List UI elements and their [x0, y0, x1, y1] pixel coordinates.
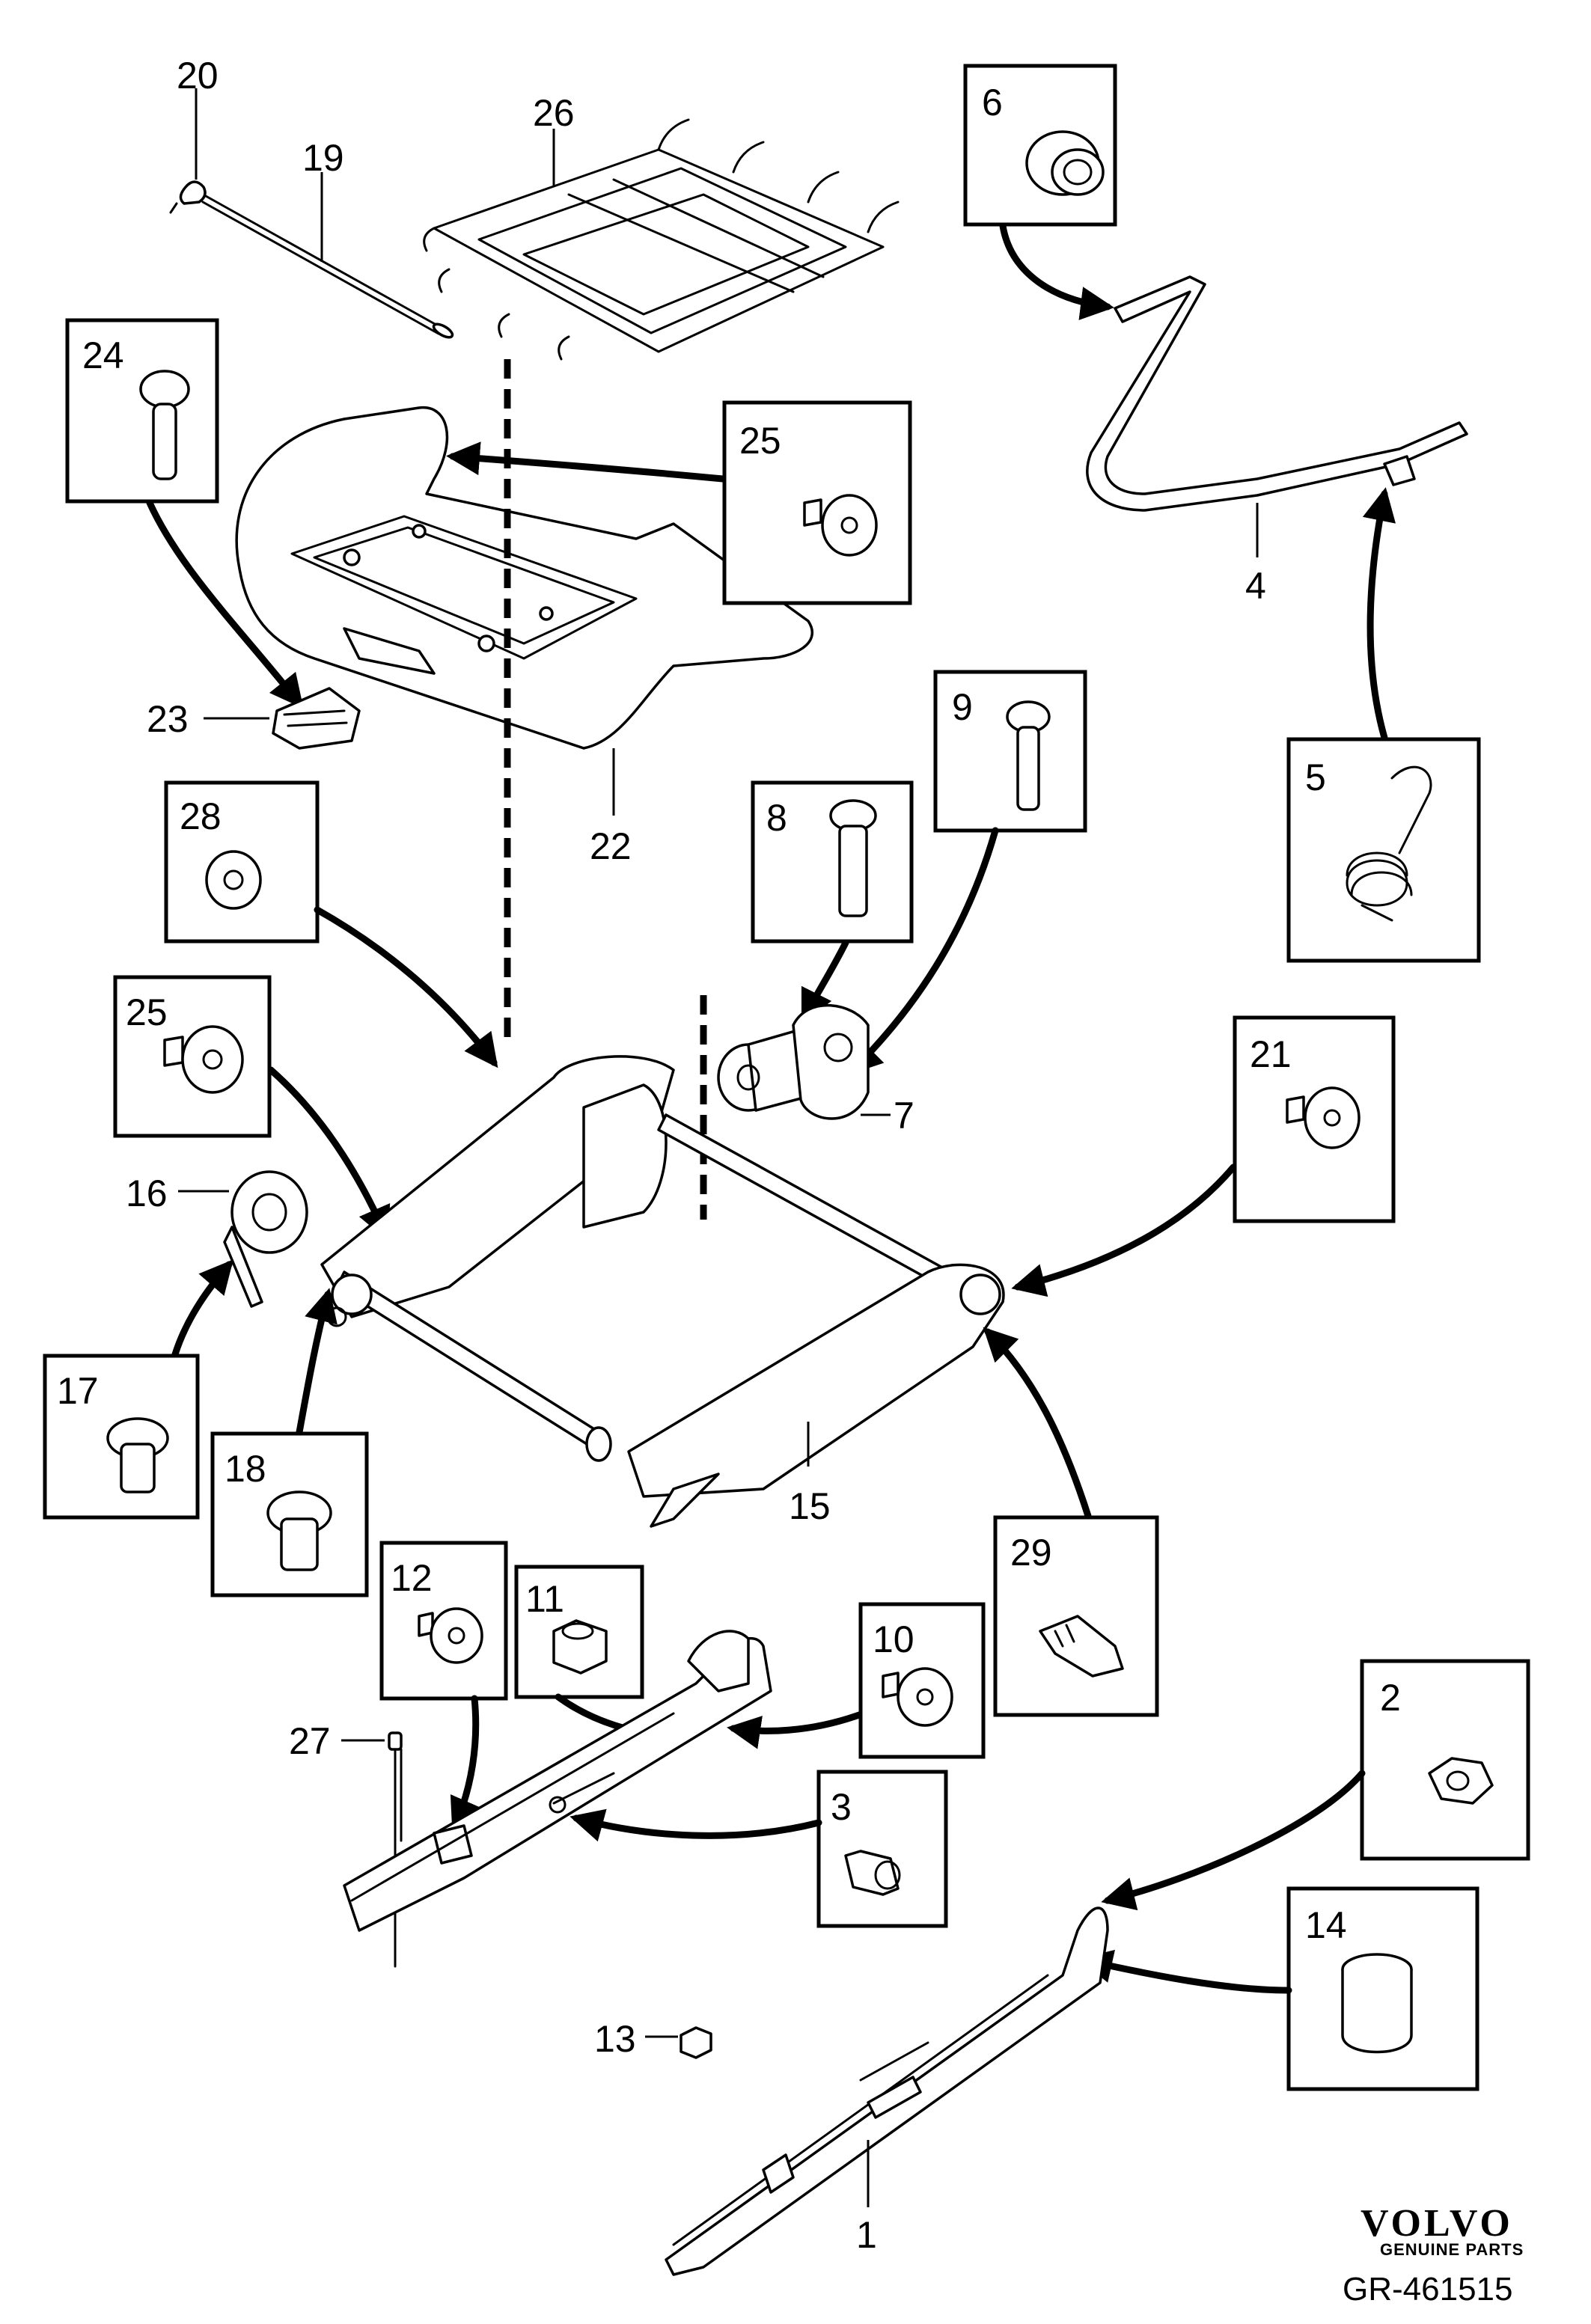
- wire-mat-part-26: [423, 118, 900, 361]
- label-9: 9: [952, 686, 973, 728]
- label-17: 17: [57, 1370, 99, 1412]
- arrow-10-to-rail: [727, 1711, 863, 1749]
- callout-box-14: 14: [1286, 1886, 1479, 2091]
- label-23: 23: [147, 698, 189, 740]
- callout-box-10: 10: [858, 1602, 986, 1759]
- seat-rail-lower: [665, 1906, 1109, 2276]
- label-27: 27: [289, 1720, 331, 1762]
- arrow-24-to-23: [146, 499, 304, 709]
- motor-part-7: [717, 1004, 870, 1120]
- bolt-part-27: [388, 1731, 403, 1968]
- arrow-28-to-frame: [314, 906, 498, 1068]
- label-16: 16: [126, 1172, 168, 1214]
- seat-pan-part-22: [235, 406, 814, 750]
- clip-part-13: [680, 2026, 712, 2059]
- callout-box-5: 5: [1286, 737, 1481, 963]
- label-11: 11: [525, 1578, 564, 1620]
- callout-box-8: 8: [751, 780, 914, 944]
- callout-box-6: 6: [963, 64, 1117, 227]
- label-2: 2: [1380, 1677, 1401, 1719]
- seat-frame-part-15: [320, 1055, 1005, 1528]
- label-10: 10: [873, 1618, 914, 1660]
- label-22: 22: [590, 825, 632, 867]
- callout-box-2: 2: [1360, 1659, 1530, 1861]
- label-3: 3: [831, 1786, 852, 1828]
- label-1: 1: [856, 2214, 877, 2256]
- label-21: 21: [1250, 1033, 1292, 1075]
- callout-box-25-left: 25: [113, 975, 272, 1138]
- label-4: 4: [1245, 565, 1266, 607]
- label-8: 8: [766, 797, 787, 839]
- label-14: 14: [1305, 1904, 1347, 1946]
- arrow-25-to-22: [446, 441, 727, 483]
- clip-part-20: [169, 180, 207, 214]
- callout-box-28: 28: [164, 780, 320, 944]
- diagram-reference: GR-461515: [1343, 2271, 1512, 2308]
- label-18: 18: [225, 1448, 266, 1490]
- callout-box-11: 11: [514, 1565, 644, 1699]
- label-15: 15: [789, 1485, 831, 1527]
- label-24: 24: [82, 334, 124, 376]
- recliner-part-16: [223, 1170, 308, 1308]
- arrow-9-to-7: [848, 827, 999, 1075]
- rod-part-19: [201, 195, 454, 339]
- arrow-21-to-frame: [1011, 1163, 1237, 1297]
- callout-box-12: 12: [379, 1541, 508, 1701]
- arrow-18-to-frame: [296, 1288, 338, 1436]
- arrow-2-to-rail: [1101, 1770, 1366, 1911]
- label-20: 20: [177, 55, 219, 97]
- arrow-25-to-frame: [267, 1066, 391, 1241]
- label-12: 12: [391, 1557, 433, 1599]
- arrow-12-to-rail: [450, 1695, 482, 1832]
- label-29: 29: [1010, 1532, 1052, 1574]
- connector-part-23: [272, 687, 361, 750]
- seat-rail-upper: [343, 1630, 772, 1932]
- callout-box-9: 9: [933, 670, 1087, 833]
- arrow-6-to-4: [999, 222, 1114, 320]
- label-25-top: 25: [739, 420, 781, 462]
- arrow-3-to-rail: [569, 1808, 822, 1842]
- callout-box-3: 3: [816, 1770, 948, 1928]
- callout-box-24: 24: [65, 318, 219, 504]
- label-28: 28: [180, 795, 222, 837]
- arrow-17-to-16: [171, 1259, 233, 1358]
- callout-box-17: 17: [43, 1354, 200, 1520]
- callout-box-21: 21: [1233, 1015, 1396, 1223]
- label-5: 5: [1305, 756, 1326, 798]
- volvo-logo: VOLVO: [1361, 2202, 1513, 2245]
- arrow-29-to-frame: [983, 1327, 1092, 1520]
- callout-box-25-top: 25: [722, 400, 912, 605]
- label-13: 13: [594, 2018, 636, 2060]
- guide-bar-part-4: [1086, 275, 1468, 512]
- label-6: 6: [982, 82, 1003, 123]
- label-26: 26: [533, 92, 575, 134]
- genuine-parts-text: GENUINE PARTS: [1380, 2240, 1524, 2259]
- arrow-5-to-4: [1362, 487, 1396, 741]
- arrow-14-to-rail: [1078, 1949, 1292, 1994]
- label-19: 19: [302, 137, 344, 179]
- label-25-left: 25: [126, 991, 168, 1033]
- callout-box-18: 18: [210, 1431, 369, 1597]
- callout-box-29: 29: [993, 1515, 1159, 1717]
- label-7: 7: [894, 1095, 914, 1137]
